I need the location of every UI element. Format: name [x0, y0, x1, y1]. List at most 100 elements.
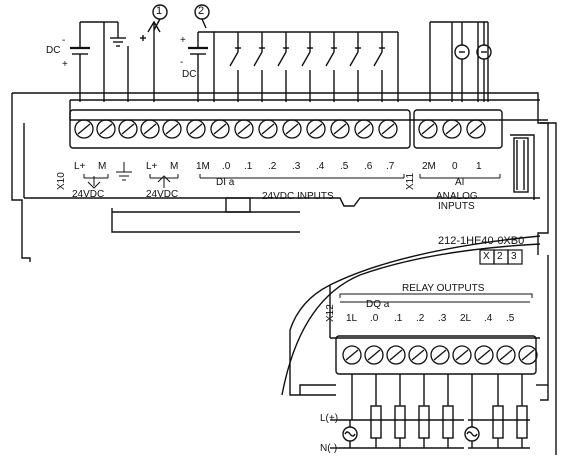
input-label-2: .1	[244, 161, 253, 172]
input-screw-5	[186, 119, 206, 139]
input-label-4: .3	[292, 161, 301, 172]
dc-mid-plus: +	[180, 35, 186, 46]
relay-load-3	[442, 405, 454, 439]
input-label-6: .5	[340, 161, 349, 172]
callout-2: 2	[198, 5, 205, 17]
relay-load-0	[370, 405, 382, 439]
input-screw-12-slot	[357, 123, 371, 135]
relay-screw-8-slot	[521, 349, 535, 361]
dc-left-minus: -	[62, 35, 66, 46]
relay-screw-0-slot	[345, 349, 359, 361]
input-screw-1	[96, 119, 116, 139]
input-terminal-screws	[74, 119, 486, 139]
input-switch-5	[349, 32, 359, 102]
input-switch-0	[229, 32, 239, 102]
version-3: 3	[511, 251, 517, 262]
relay-label-1: .0	[370, 313, 379, 324]
l-plus-label: L(+)	[320, 413, 339, 424]
relay-screw-2	[386, 345, 406, 365]
input-screw-10	[306, 119, 326, 139]
m-1-label: M	[98, 161, 107, 172]
input-screw-4	[162, 119, 182, 139]
relay-load-4	[492, 405, 504, 439]
input-label-8: .7	[386, 161, 395, 172]
input-label-7: .6	[364, 161, 373, 172]
relay-screw-1-slot	[367, 349, 381, 361]
relay-load-5	[516, 405, 528, 439]
callout-1: 1	[156, 5, 163, 17]
input-screw-4-slot	[165, 123, 179, 135]
relay-screw-1	[364, 345, 384, 365]
n-minus-label: N(-)	[320, 443, 338, 454]
module-body	[11, 92, 557, 455]
input-switch-3	[301, 32, 311, 102]
x12-label: X12	[325, 304, 336, 322]
relay-screw-0	[342, 345, 362, 365]
analog-screw-2-slot	[469, 123, 483, 135]
relay-screw-4-slot	[433, 349, 447, 361]
lplus-1-label: L+	[74, 161, 86, 172]
relay-label-6: .4	[484, 313, 493, 324]
relay-screw-2-slot	[389, 349, 403, 361]
analog-label-1: 0	[452, 161, 458, 172]
input-screw-12	[354, 119, 374, 139]
relay-screw-5	[452, 345, 472, 365]
relay-screw-3	[408, 345, 428, 365]
analog-screw-0	[418, 119, 438, 139]
input-screw-9-slot	[285, 123, 299, 135]
input-screw-10-slot	[309, 123, 323, 135]
analog-screw-1-slot	[445, 123, 459, 135]
input-switch-6	[373, 32, 383, 102]
input-screw-3	[140, 119, 160, 139]
24vdc-1-label: 24VDC	[72, 189, 105, 200]
relay-load-2	[418, 405, 430, 439]
lplus-2-label: L+	[146, 161, 158, 172]
m-2-label: M	[170, 161, 179, 172]
top-wiring	[70, 4, 492, 102]
relay-label-0: 1L	[346, 313, 358, 324]
relay-outputs-title: RELAY OUTPUTS	[402, 283, 485, 294]
analog-screw-2	[466, 119, 486, 139]
input-screw-0-slot	[77, 123, 91, 135]
input-screw-11	[330, 119, 350, 139]
input-label-0: 1M	[196, 161, 210, 172]
x11-label: X11	[405, 172, 416, 190]
part-number: 212-1HE40-0XB0	[438, 235, 525, 247]
input-screw-9	[282, 119, 302, 139]
input-screw-2	[118, 119, 138, 139]
relay-screw-5-slot	[455, 349, 469, 361]
dc-mid-label: DC	[182, 69, 197, 80]
analog-screw-0-slot	[421, 123, 435, 135]
dc-left-plus: +	[62, 59, 68, 70]
relay-label-3: .2	[416, 313, 425, 324]
input-screw-11-slot	[333, 123, 347, 135]
di-a-label: DI a	[216, 177, 235, 188]
dq-a-label: DQ a	[366, 299, 390, 310]
relay-label-2: .1	[394, 313, 403, 324]
24vdc-inputs-label: 24VDC INPUTS	[262, 191, 334, 202]
input-screw-13-slot	[381, 123, 395, 135]
relay-screw-6-slot	[477, 349, 491, 361]
analog-title-2: INPUTS	[438, 201, 475, 212]
input-screw-1-slot	[99, 123, 113, 135]
version-2: 2	[497, 251, 503, 262]
input-label-5: .4	[316, 161, 325, 172]
24vdc-2-label: 24VDC	[146, 189, 179, 200]
x10-label: X10	[56, 172, 67, 190]
input-switch-4	[325, 32, 335, 102]
relay-terminal-screws	[342, 345, 538, 365]
relay-screw-7	[496, 345, 516, 365]
relay-screw-3-slot	[411, 349, 425, 361]
dc-mid-minus: -	[180, 57, 184, 68]
input-screw-13	[378, 119, 398, 139]
relay-screw-4	[430, 345, 450, 365]
relay-label-5: 2L	[460, 313, 472, 324]
input-screw-6	[210, 119, 230, 139]
input-screw-7-slot	[237, 123, 251, 135]
relay-load-1	[394, 405, 406, 439]
group-brackets	[83, 162, 533, 303]
input-switch-1	[253, 32, 263, 102]
analog-label-0: 2M	[422, 161, 436, 172]
input-label-1: .0	[222, 161, 231, 172]
